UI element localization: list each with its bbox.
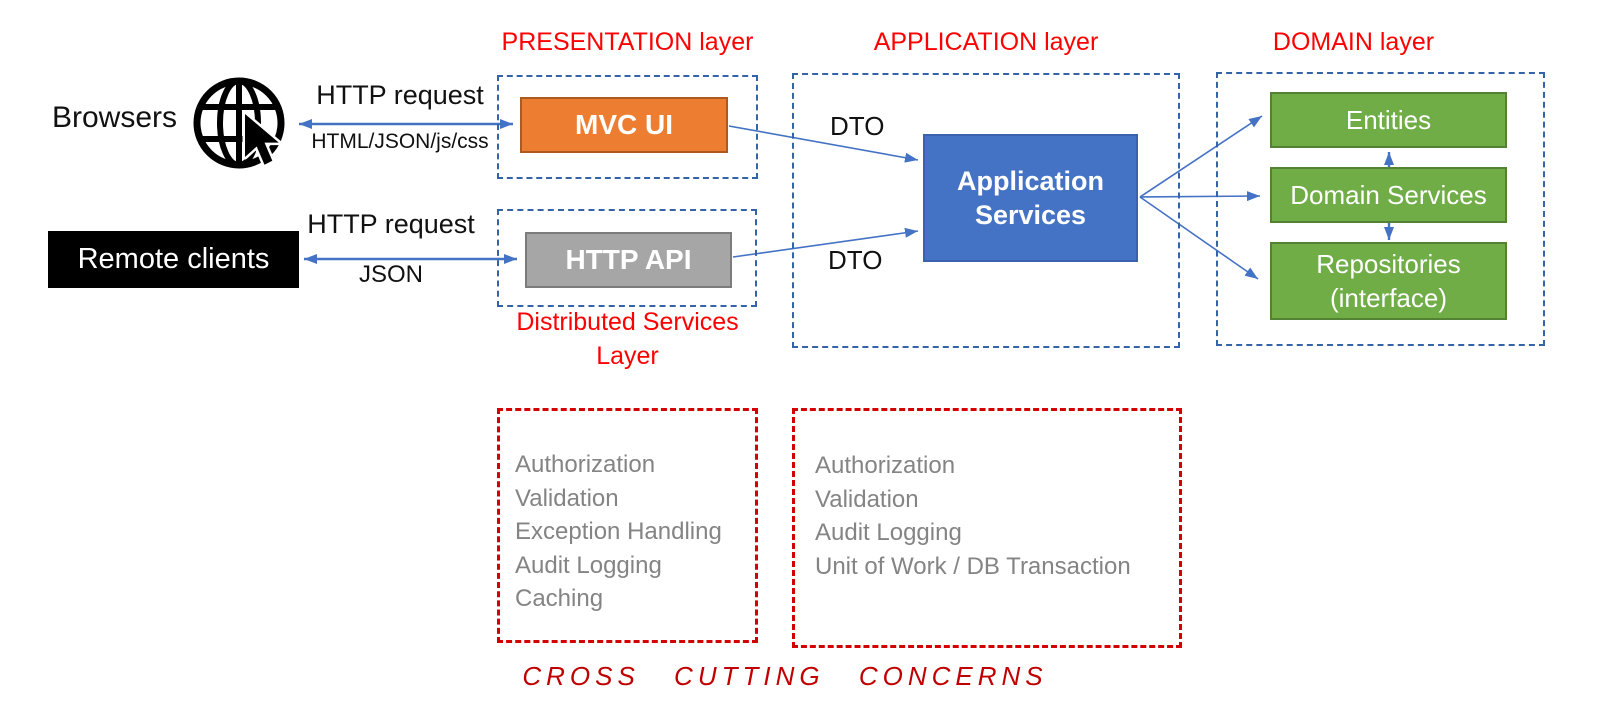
domain-layer-boundary bbox=[1216, 72, 1545, 346]
browser-arrow-label-below: HTML/JSON/js/css bbox=[311, 130, 489, 153]
application-services-box: Application Services bbox=[923, 134, 1138, 262]
distributed-services-layer-boundary bbox=[497, 209, 757, 307]
domain-layer-title: DOMAIN layer bbox=[1272, 28, 1435, 56]
remote-arrow-label-above: HTTP request bbox=[307, 209, 475, 239]
concern-item: Unit of Work / DB Transaction bbox=[815, 552, 1131, 580]
cross-cutting-box-application: Authorization Validation Audit Logging U… bbox=[792, 408, 1182, 648]
distributed-services-title-line1: Distributed Services bbox=[516, 308, 739, 336]
mvc-ui-label: MVC UI bbox=[575, 109, 673, 140]
dto-label-bottom: DTO bbox=[828, 245, 883, 275]
distributed-services-title-line2: Layer bbox=[596, 342, 659, 370]
entities-box: Entities bbox=[1270, 92, 1507, 148]
application-services-label-line2: Services bbox=[974, 200, 1087, 230]
concern-item: Authorization bbox=[815, 452, 956, 479]
browser-arrow-label-above: HTTP request bbox=[316, 80, 484, 110]
application-layer-boundary bbox=[792, 73, 1180, 348]
mvc-ui-box: MVC UI bbox=[520, 97, 728, 153]
remote-arrow-label-below: JSON bbox=[358, 261, 423, 288]
concern-item: Validation bbox=[815, 485, 919, 513]
concern-item: Audit Logging bbox=[815, 519, 962, 546]
concern-item: Validation bbox=[515, 484, 619, 512]
concern-item: Exception Handling bbox=[515, 518, 722, 545]
remote-clients-label: Remote clients bbox=[77, 243, 270, 275]
cross-cutting-concerns-footer: CROSS CUTTING CONCERNS bbox=[522, 661, 1048, 691]
browsers-label: Browsers bbox=[52, 101, 178, 134]
entities-label: Entities bbox=[1345, 104, 1432, 135]
domain-services-label: Domain Services bbox=[1290, 179, 1487, 210]
presentation-layer-title: PRESENTATION layer bbox=[501, 28, 754, 56]
dto-label-top: DTO bbox=[830, 111, 885, 141]
application-layer-title: APPLICATION layer bbox=[873, 28, 1099, 56]
repositories-box: Repositories (interface) bbox=[1270, 242, 1507, 320]
http-api-box: HTTP API bbox=[525, 232, 732, 288]
http-api-label: HTTP API bbox=[565, 244, 692, 275]
domain-services-box: Domain Services bbox=[1270, 167, 1507, 223]
distributed-services-layer-title: Distributed Services Layer bbox=[487, 305, 768, 373]
concern-item: Audit Logging bbox=[515, 551, 662, 579]
repositories-label-line1: Repositories bbox=[1316, 249, 1461, 279]
concern-item: Authorization bbox=[515, 451, 656, 478]
concern-item: Caching bbox=[515, 585, 604, 612]
browser-globe-icon bbox=[193, 77, 285, 169]
cross-cutting-box-distributed: Authorization Validation Exception Handl… bbox=[497, 408, 758, 643]
repositories-label-line2: (interface) bbox=[1329, 283, 1448, 313]
presentation-layer-boundary bbox=[497, 75, 758, 179]
application-services-label-line1: Application bbox=[957, 166, 1104, 196]
cursor-icon bbox=[242, 111, 282, 168]
remote-clients-box: Remote clients bbox=[48, 231, 299, 288]
